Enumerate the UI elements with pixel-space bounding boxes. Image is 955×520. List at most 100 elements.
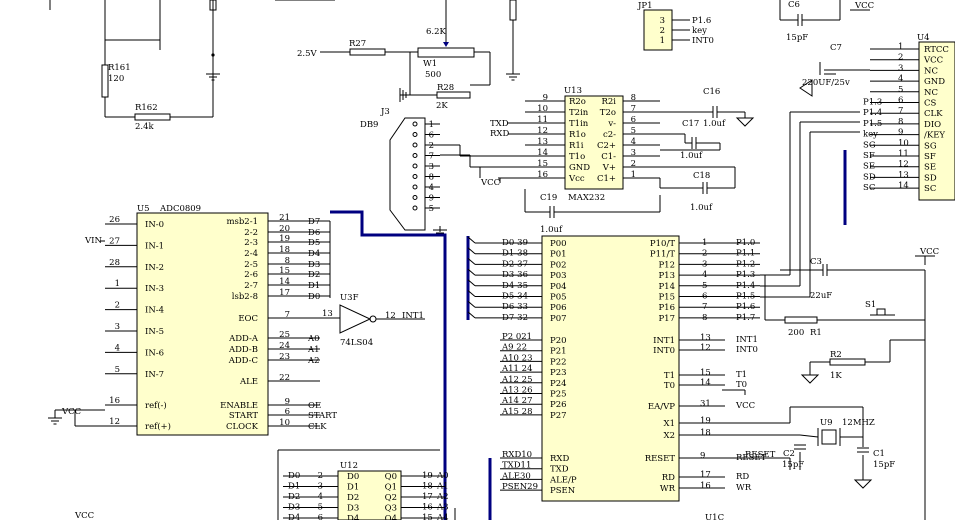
pin-num: 7 bbox=[631, 104, 636, 114]
net-label: RXD10 bbox=[502, 450, 532, 460]
net-label: A1 bbox=[307, 345, 320, 355]
pin-label: ADD-A bbox=[228, 334, 259, 344]
pin-num: 18 bbox=[422, 482, 433, 492]
vcc-net: VCC bbox=[74, 511, 94, 520]
r1-value: 200 bbox=[788, 328, 804, 338]
net-label: D3 bbox=[288, 503, 300, 513]
db9-contact bbox=[412, 174, 418, 179]
pin-label: lsb2-8 bbox=[232, 292, 258, 302]
pin-label: P12 bbox=[658, 260, 675, 270]
net-label: key bbox=[863, 130, 878, 140]
pin-num: 18 bbox=[279, 245, 290, 255]
net-label: A12 25 bbox=[501, 375, 532, 385]
r2-value: 1K bbox=[830, 371, 842, 381]
pin-label: P17 bbox=[658, 314, 675, 324]
u5-name: ADC0809 bbox=[159, 204, 201, 214]
net-label: START bbox=[308, 411, 337, 421]
pin-num: 3 bbox=[631, 148, 636, 158]
pin-num: 3 bbox=[115, 322, 120, 332]
pin-num: 34 bbox=[517, 292, 528, 302]
pin-label: Q1 bbox=[385, 483, 397, 493]
pin-label: P04 bbox=[550, 282, 567, 292]
pin-label: R2i bbox=[601, 97, 616, 107]
r28-value: 2K bbox=[436, 101, 448, 111]
db9-contact bbox=[412, 142, 418, 148]
c16-label: C16 bbox=[703, 87, 720, 97]
pin-num: 13 bbox=[700, 333, 711, 343]
net-label: A2 bbox=[436, 492, 449, 502]
pin-num: 35 bbox=[517, 281, 528, 291]
pin-num: 7 bbox=[285, 310, 290, 320]
jp1-pin-num: 1 bbox=[660, 36, 665, 46]
wire bbox=[467, 268, 476, 276]
wire bbox=[467, 258, 476, 265]
net-label: D7 bbox=[502, 313, 514, 323]
net-label: D6 bbox=[308, 228, 320, 238]
pin-num: 32 bbox=[517, 313, 528, 323]
pin-label: Q4 bbox=[385, 514, 397, 520]
c6-value: 15pF bbox=[786, 33, 808, 43]
pin-num: 1 bbox=[898, 42, 903, 52]
pin-label: D4 bbox=[347, 514, 359, 520]
pin-label: T2o bbox=[600, 108, 616, 118]
pin-label: NC bbox=[924, 88, 938, 98]
pin-num: 1 bbox=[702, 238, 707, 248]
pin-label: 2-4 bbox=[244, 249, 258, 259]
pin-num: 12 bbox=[537, 126, 548, 136]
pin-num: 9 bbox=[285, 397, 290, 407]
pin-label: ref(+) bbox=[145, 421, 171, 432]
inverter-symbol bbox=[339, 304, 372, 334]
pin-label: IN-3 bbox=[145, 284, 164, 294]
pin-num: 11 bbox=[898, 149, 909, 159]
pin-label: P11/T bbox=[650, 250, 675, 260]
jp1-net: INT0 bbox=[692, 36, 714, 46]
pin-num: 7 bbox=[898, 106, 903, 116]
net-label: T1 bbox=[736, 370, 747, 380]
pin-num: 14 bbox=[898, 181, 909, 191]
pin-label: P22 bbox=[550, 357, 567, 367]
resistor-symbol bbox=[509, 0, 517, 21]
c17-value: 1.0uf bbox=[680, 151, 703, 161]
net-label: P1.3 bbox=[736, 270, 755, 280]
pin-label: RD bbox=[662, 473, 675, 483]
pin-num: 37 bbox=[517, 259, 528, 269]
vcc-net: VCC bbox=[854, 1, 874, 11]
pin-num: 6 bbox=[318, 513, 323, 520]
net-label: D2 bbox=[502, 259, 514, 269]
net-label: SG bbox=[863, 140, 876, 150]
c19-value: 1.0uf bbox=[540, 225, 563, 235]
r28-label: R28 bbox=[437, 83, 454, 93]
pin-label: v- bbox=[607, 119, 616, 129]
pin-label: P21 bbox=[550, 347, 567, 357]
pin-label: 2-5 bbox=[244, 260, 258, 270]
pin-num: 13 bbox=[322, 309, 333, 319]
pin-label: X1 bbox=[664, 419, 675, 429]
wire bbox=[799, 434, 819, 438]
c18-value: 1.0uf bbox=[690, 203, 713, 213]
net-label: RD bbox=[736, 472, 749, 482]
pin-label: INT1 bbox=[653, 336, 675, 346]
net-label: SD bbox=[863, 172, 876, 182]
net-label: D7 bbox=[308, 217, 320, 227]
pin-label: SF bbox=[924, 152, 936, 162]
c3-value: 22uF bbox=[810, 291, 832, 301]
pin-num: 8 bbox=[631, 93, 636, 103]
resistor-symbol bbox=[349, 48, 386, 56]
pin-num: 1 bbox=[631, 170, 636, 180]
r27-label: R27 bbox=[349, 39, 366, 49]
pin-num: 28 bbox=[109, 258, 120, 268]
u12-body bbox=[337, 470, 402, 520]
pin-label: P24 bbox=[550, 379, 567, 389]
db9-contact bbox=[412, 195, 418, 200]
pin-label: WR bbox=[660, 484, 676, 494]
net-label: SE bbox=[863, 162, 875, 172]
pin-num: 14 bbox=[537, 148, 548, 158]
pin-num: 15 bbox=[422, 513, 433, 520]
pin-num: 8 bbox=[702, 313, 707, 323]
pin-label: SD bbox=[924, 173, 937, 183]
pin-label: Q3 bbox=[385, 504, 397, 514]
pin-num: 5 bbox=[702, 281, 707, 291]
ground-triangle bbox=[853, 479, 873, 489]
vcc-net: VCC bbox=[480, 178, 500, 188]
net-label: A1 bbox=[436, 482, 449, 492]
